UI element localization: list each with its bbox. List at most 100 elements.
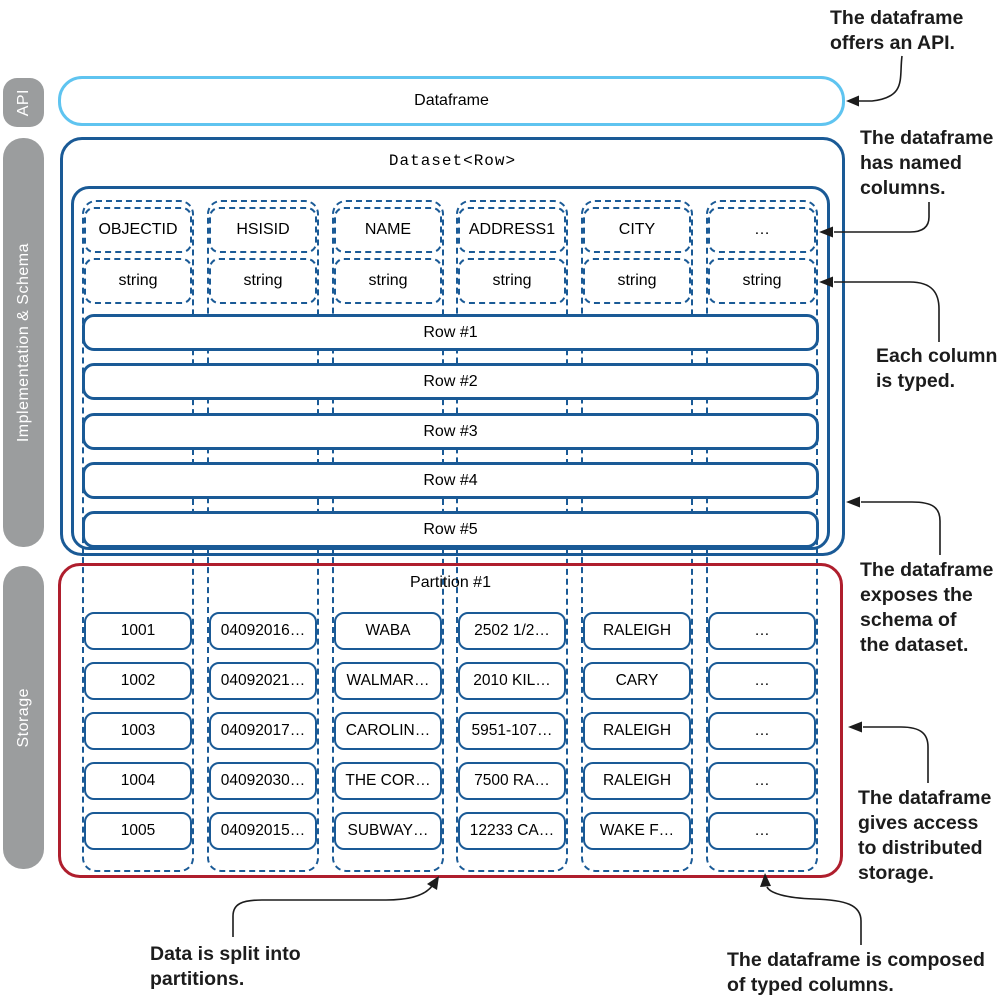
- partition-cell-text: THE COR…: [345, 772, 431, 789]
- annotation-line: The dataframe: [860, 559, 994, 581]
- annotation-composed-typed-columns: The dataframe is composed of typed colum…: [727, 948, 985, 998]
- dataset-row-label: Row #2: [423, 372, 478, 390]
- partition-cell-text: …: [754, 722, 770, 739]
- column-header: CITY: [583, 207, 691, 253]
- annotation-line: exposes the: [860, 584, 973, 606]
- arrow-composed-typed-columns: [766, 886, 862, 945]
- dataframe-api-box-title: Dataframe: [414, 92, 489, 109]
- annotation-split-partitions: Data is split into partitions.: [150, 942, 301, 992]
- dataset-row-box-title: Dataset<Row>: [388, 152, 517, 170]
- partition-cell-text: 2010 KIL…: [473, 672, 551, 689]
- partition-cell: 04092021…: [209, 662, 317, 700]
- annotation-line: schema of: [860, 609, 957, 631]
- partition-cell-text: RALEIGH: [602, 772, 672, 789]
- column-header: …: [708, 207, 816, 253]
- annotation-line: The dataframe: [860, 127, 994, 149]
- dataset-row-label: Row #3: [423, 422, 478, 440]
- partition-cell: 1001: [84, 612, 192, 650]
- annotation-column-typed: Each column is typed.: [876, 344, 997, 394]
- partition-cell-text: …: [754, 672, 770, 689]
- partition-cell-text: 5951-107…: [471, 722, 553, 739]
- arrowhead-split-partitions: [427, 876, 439, 890]
- layer-label-api: API: [3, 78, 44, 127]
- arrow-offers-api: [858, 55, 903, 102]
- partition-cell: 04092016…: [209, 612, 317, 650]
- partition-cell: 1003: [84, 712, 192, 750]
- column-header-text: CITY: [618, 221, 656, 238]
- arrowhead-offers-api: [846, 95, 859, 107]
- annotation-line: offers an API.: [830, 32, 955, 54]
- partition-cell: …: [708, 812, 816, 850]
- layer-label-implementation-schema: Implementation & Schema: [3, 138, 44, 547]
- annotation-line: has named: [860, 152, 962, 174]
- partition-cell-text: 04092017…: [220, 722, 306, 739]
- dataset-row: Row #4: [82, 462, 819, 499]
- partition-cell: …: [708, 612, 816, 650]
- partition-cell: …: [708, 662, 816, 700]
- column-type: string: [583, 258, 691, 304]
- partition-cell: 04092017…: [209, 712, 317, 750]
- partition-cell-text: CARY: [615, 672, 659, 689]
- partition-cell: CAROLIN…: [334, 712, 442, 750]
- partition-cell-text: CAROLIN…: [345, 722, 431, 739]
- partition-cell: RALEIGH: [583, 612, 691, 650]
- annotation-distributed-storage: The dataframe gives access to distribute…: [858, 786, 991, 886]
- arrow-distributed-storage: [863, 726, 929, 783]
- column-header: ADDRESS1: [458, 207, 566, 253]
- arrowhead-distributed-storage: [848, 721, 862, 733]
- annotation-line: columns.: [860, 177, 946, 199]
- partition-cell-text: 7500 RA…: [474, 772, 550, 789]
- annotation-line: partitions.: [150, 968, 245, 990]
- partition-cell: 1002: [84, 662, 192, 700]
- column-type: string: [84, 258, 192, 304]
- partition-cell: …: [708, 762, 816, 800]
- layer-label-implementation-schema-text: Implementation & Schema: [14, 242, 32, 443]
- arrow-exposes-schema: [861, 501, 941, 555]
- partition-cell-text: 1003: [120, 722, 156, 739]
- partition-cell: CARY: [583, 662, 691, 700]
- column-header-text: …: [754, 221, 770, 238]
- annotation-line: The dataframe is composed: [727, 949, 985, 971]
- layer-label-storage: Storage: [3, 566, 44, 869]
- partition-cell: 2502 1/2…: [458, 612, 566, 650]
- partition-cell-text: WABA: [365, 622, 411, 639]
- partition-cell-text: RALEIGH: [602, 722, 672, 739]
- partition-cell: WABA: [334, 612, 442, 650]
- column-type-text: string: [742, 272, 782, 289]
- column-type: string: [458, 258, 566, 304]
- partition-cell-text: RALEIGH: [602, 622, 672, 639]
- partition-cell: 2010 KIL…: [458, 662, 566, 700]
- partition-cell: 5951-107…: [458, 712, 566, 750]
- partition-cell-text: 1005: [120, 822, 156, 839]
- column-type: string: [708, 258, 816, 304]
- annotation-line: gives access: [858, 812, 979, 834]
- partition-cell: RALEIGH: [583, 712, 691, 750]
- dataframe-api-box: Dataframe: [58, 76, 845, 126]
- annotation-exposes-schema: The dataframe exposes the schema of the …: [860, 558, 993, 658]
- dataset-row: Row #5: [82, 511, 819, 548]
- layer-label-storage-text: Storage: [14, 687, 32, 748]
- dataset-row-box: [60, 137, 845, 556]
- partition-cell-text: 1004: [120, 772, 156, 789]
- layer-label-api-text: API: [14, 88, 32, 117]
- partition-box-title: Partition #1: [410, 574, 491, 591]
- dataset-row: Row #1: [82, 314, 819, 351]
- arrowhead-exposes-schema: [846, 496, 860, 508]
- partition-cell-text: …: [754, 622, 770, 639]
- partition-cell-text: 2502 1/2…: [474, 622, 550, 639]
- partition-cell: THE COR…: [334, 762, 442, 800]
- annotation-line: storage.: [858, 862, 934, 884]
- annotation-offers-api: The dataframe offers an API.: [830, 6, 963, 56]
- arrow-named-columns: [834, 202, 930, 233]
- partition-box: [58, 563, 843, 878]
- annotation-named-columns: The dataframe has named columns.: [860, 126, 993, 201]
- annotation-line: the dataset.: [860, 634, 969, 656]
- dataset-row: Row #2: [82, 363, 819, 400]
- partition-cell: 04092015…: [209, 812, 317, 850]
- column-header: HSISID: [209, 207, 317, 253]
- annotation-line: of typed columns.: [727, 974, 894, 996]
- partition-cell: RALEIGH: [583, 762, 691, 800]
- dataset-row-label: Row #4: [423, 471, 478, 489]
- partition-cell: SUBWAY…: [334, 812, 442, 850]
- partition-cell: 1004: [84, 762, 192, 800]
